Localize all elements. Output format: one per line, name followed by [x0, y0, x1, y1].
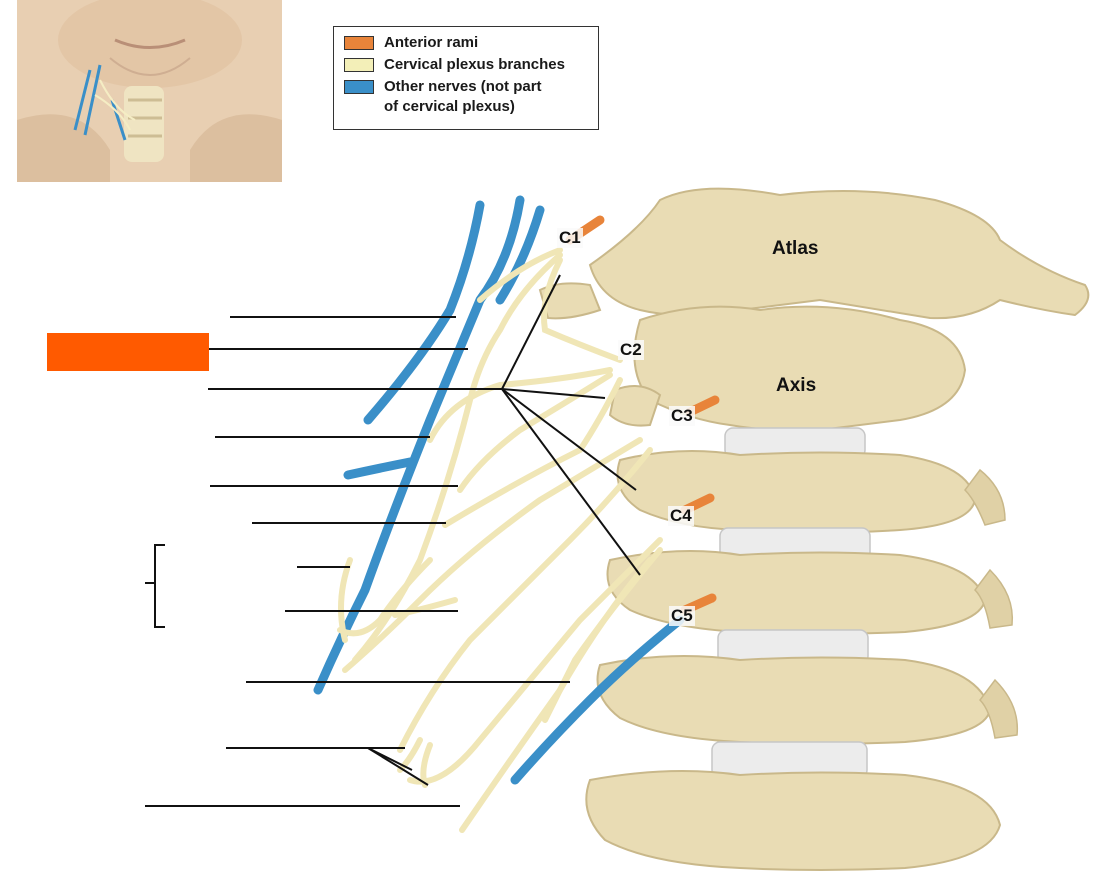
legend-item-plexus-branches: Cervical plexus branches — [344, 55, 590, 75]
legend-swatch-orange — [344, 36, 374, 50]
neck-thumbnail — [17, 0, 282, 182]
c4-vertebra — [608, 551, 986, 634]
vertebra-label-c4: C4 — [668, 506, 694, 526]
vertebra-label-c2: C2 — [618, 340, 644, 360]
bone-label-atlas: Atlas — [772, 238, 818, 260]
legend-swatch-blue — [344, 80, 374, 94]
c6-vertebra — [586, 771, 1000, 870]
c5-vertebra — [598, 656, 991, 744]
vertebra-label-c3: C3 — [669, 406, 695, 426]
legend-item-anterior-rami: Anterior rami — [344, 33, 590, 53]
legend-item-other-nerves: Other nerves (not part of cervical plexu… — [344, 77, 590, 117]
legend-label: Anterior rami — [384, 33, 478, 53]
legend-swatch-cream — [344, 58, 374, 72]
legend-label: Cervical plexus branches — [384, 55, 565, 75]
atlas-bone — [590, 189, 1088, 319]
redaction-block — [47, 333, 209, 371]
legend-label: Other nerves (not part of cervical plexu… — [384, 77, 542, 117]
vertebral-column — [540, 189, 1088, 870]
bone-label-axis: Axis — [776, 375, 816, 397]
vertebra-label-c5: C5 — [669, 606, 695, 626]
vertebra-label-c1: C1 — [557, 228, 583, 248]
legend-box: Anterior rami Cervical plexus branches O… — [333, 26, 599, 130]
